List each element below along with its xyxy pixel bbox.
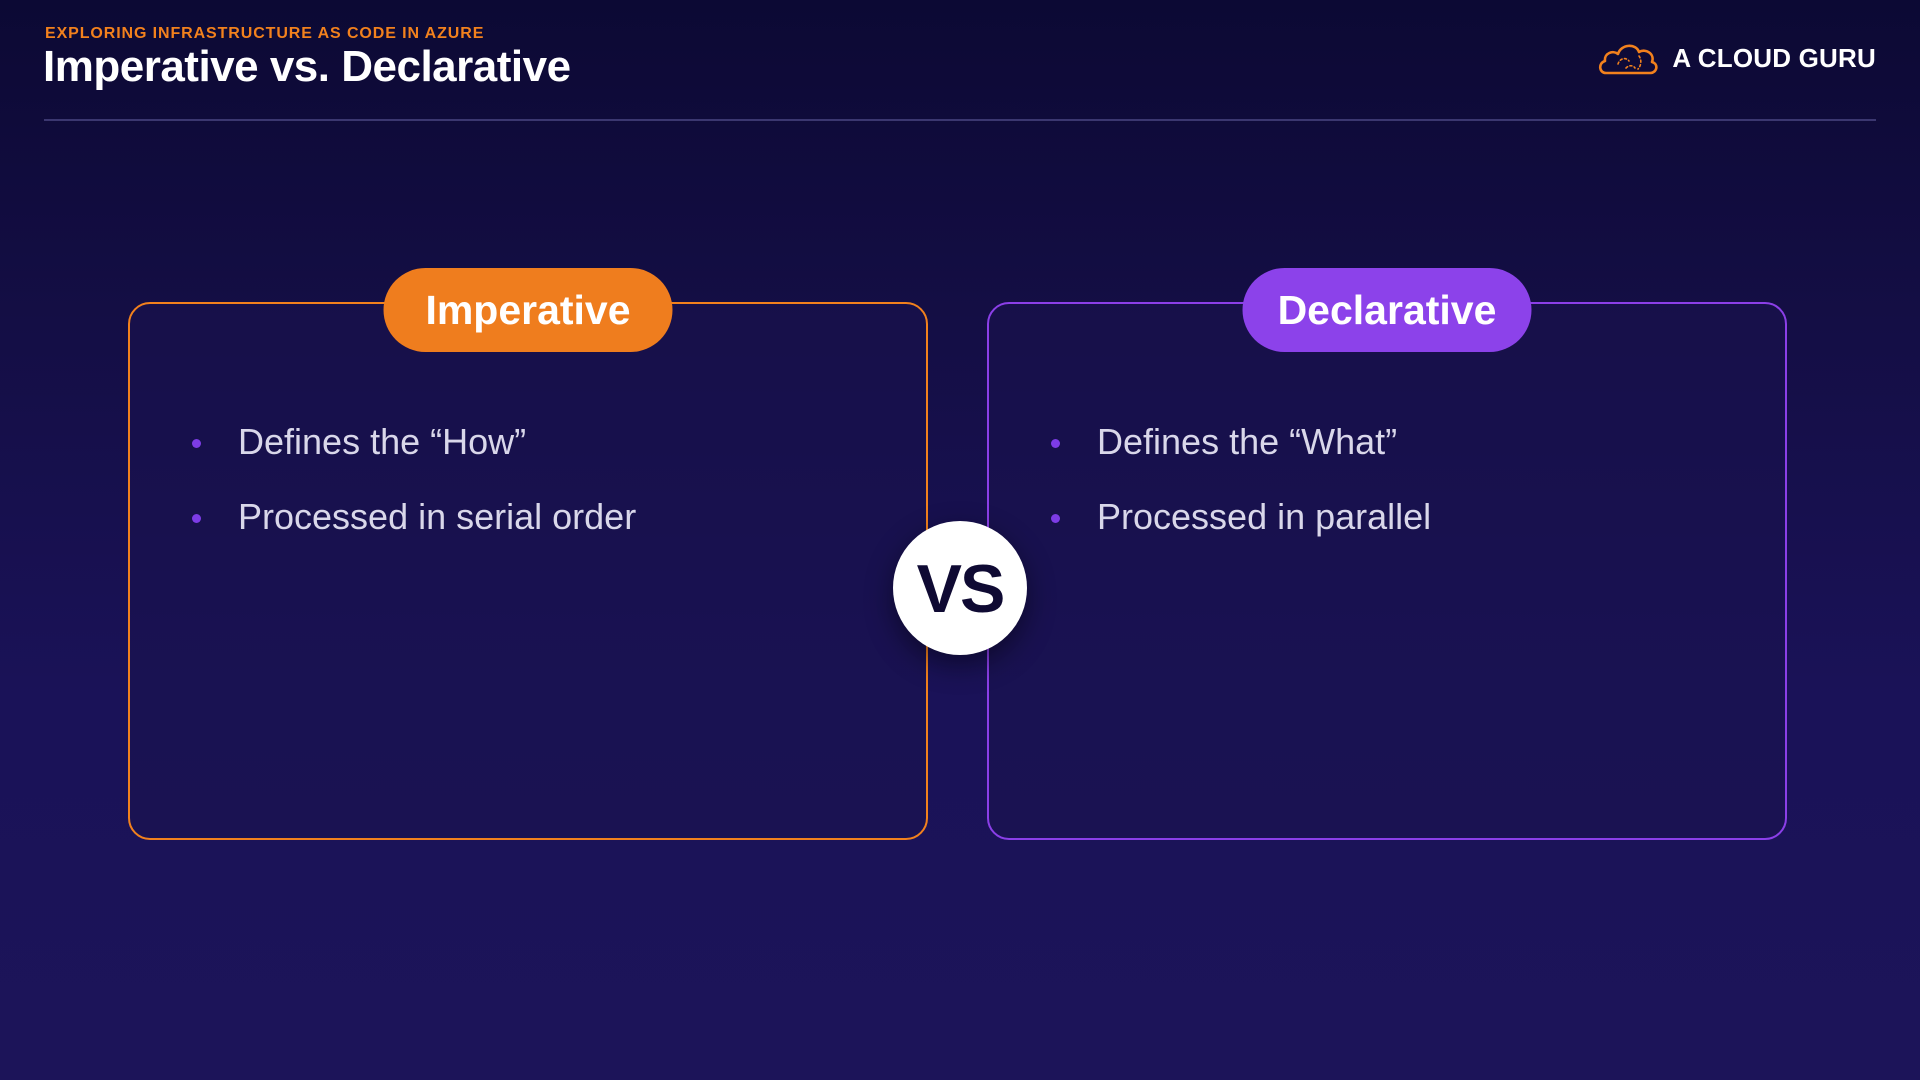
declarative-panel: Declarative Defines the “What” Processed… [987,268,1787,840]
list-item: Defines the “How” [192,412,636,487]
course-eyebrow: EXPLORING INFRASTRUCTURE AS CODE IN AZUR… [45,25,485,42]
list-item: Processed in serial order [192,487,636,562]
header-divider [44,119,1876,121]
bullet-text: Processed in serial order [238,496,637,537]
brand-name: A CLOUD GURU [1672,42,1876,73]
bullet-text: Defines the “What” [1097,421,1398,462]
bullet-dot-icon [192,439,201,448]
vs-text: VS [916,551,1006,627]
bullet-text: Defines the “How” [238,421,527,462]
bullet-dot-icon [1051,439,1060,448]
declarative-label: Declarative [1242,268,1532,352]
bullet-dot-icon [1051,514,1060,523]
imperative-bullet-list: Defines the “How” Processed in serial or… [192,412,636,562]
list-item: Processed in parallel [1051,487,1431,562]
declarative-bullet-list: Defines the “What” Processed in parallel [1051,412,1431,562]
brand: A CLOUD GURU [1596,38,1876,78]
bullet-dot-icon [192,514,201,523]
imperative-label: Imperative [383,268,673,352]
imperative-panel: Imperative Defines the “How” Processed i… [128,268,928,840]
page-title: Imperative vs. Declarative [43,42,571,91]
vs-badge: VS [893,521,1027,655]
cloud-logo-icon [1596,38,1660,78]
bullet-text: Processed in parallel [1097,496,1432,537]
list-item: Defines the “What” [1051,412,1431,487]
